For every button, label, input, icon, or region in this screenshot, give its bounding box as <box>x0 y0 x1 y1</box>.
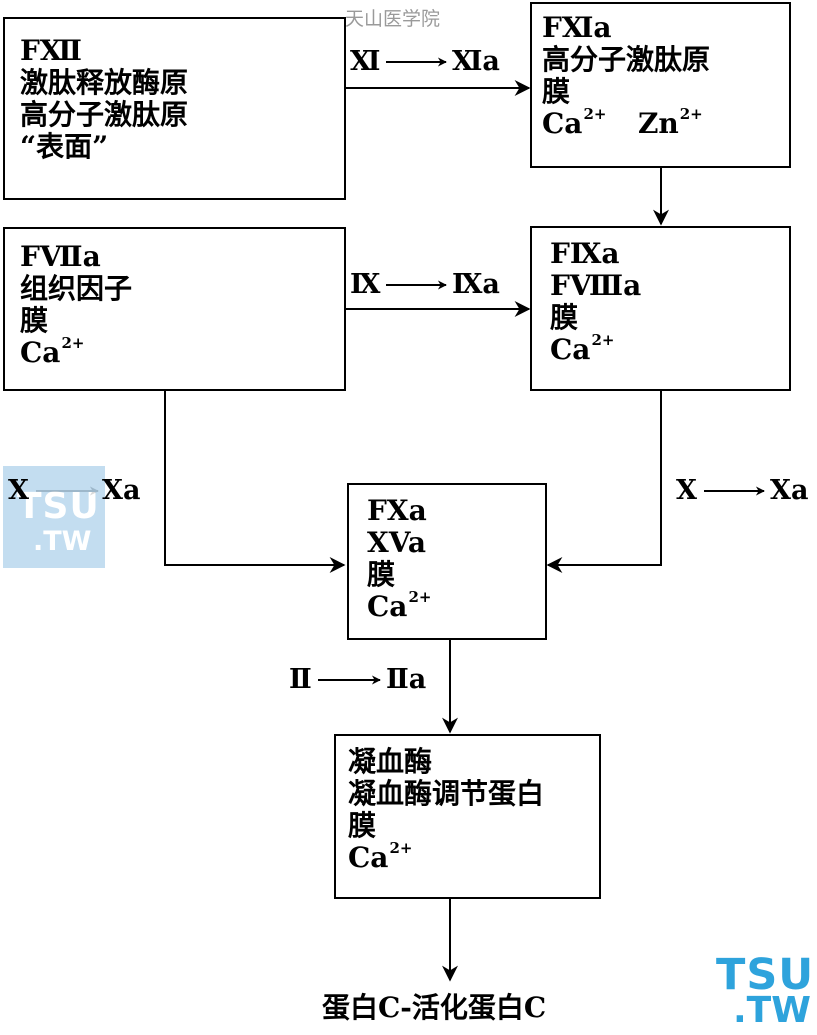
box-fxia-zn-charge: 2+ <box>679 105 703 123</box>
watermark-top-text: 天山医学院 <box>345 8 441 30</box>
conv-x-right-to: Xa <box>770 475 809 506</box>
box-fxa-line-3: 膜 <box>367 558 396 591</box>
box-fviia-line-2: 组织因子 <box>20 272 133 305</box>
arrow-fviia-to-fxa <box>164 390 346 573</box>
box-fviia-ca: Ca <box>20 336 61 369</box>
watermark-side-line2: .TW <box>33 526 92 557</box>
box-thrombin-line-4: Ca2+ <box>348 839 599 874</box>
result-label: 蛋白C-活化蛋白C <box>322 991 547 1024</box>
box-fxia-ca: Ca <box>542 107 583 140</box>
conv-ii-to: Ⅱa <box>386 664 427 695</box>
box-thrombin-ca: Ca <box>348 841 389 874</box>
box-fixa-line-4: Ca2+ <box>550 331 789 366</box>
watermark-side-line1: TSU <box>17 486 100 527</box>
box-fviia: FⅦa 组织因子 膜 Ca2+ <box>3 227 346 391</box>
box-thrombin-line-2: 凝血酶调节蛋白 <box>348 777 545 810</box>
box-fxa-line-2: XVa <box>367 526 427 559</box>
watermark-side-logo: TSU .TW <box>3 466 105 568</box>
conv-ix-from: Ⅸ <box>350 269 381 300</box>
box-fxa: FXa XVa 膜 Ca2+ <box>347 483 547 640</box>
watermark-corner-logo: TSU .TW <box>708 950 813 1035</box>
box-fxia-ca-charge: 2+ <box>583 105 607 123</box>
box-fxii-line-2: 激肽释放酶原 <box>20 66 189 99</box>
conv-xi-to: Ⅺa <box>452 46 500 77</box>
conv-x-left-from: X <box>8 475 29 506</box>
box-thrombin-line-1: 凝血酶 <box>348 745 433 778</box>
conv-x-right-from: X <box>676 475 697 506</box>
box-thrombin-ca-charge: 2+ <box>389 839 413 857</box>
box-fxia-line-4: Ca2+ Zn2+ <box>542 105 789 140</box>
box-fxii-line-1: FⅫ <box>20 34 82 67</box>
box-fxia-line-3: 膜 <box>542 75 571 108</box>
box-fxa-line-4: Ca2+ <box>367 588 545 623</box>
box-fixa-line-2: FⅧa <box>550 269 642 302</box>
box-thrombin-line-3: 膜 <box>348 809 377 842</box>
box-fviia-ca-charge: 2+ <box>61 334 85 352</box>
box-fviia-line-4: Ca2+ <box>20 334 344 369</box>
box-thrombin: 凝血酶 凝血酶调节蛋白 膜 Ca2+ <box>334 734 601 899</box>
box-fixa: FⅨa FⅧa 膜 Ca2+ <box>530 226 791 391</box>
box-fxa-ca-charge: 2+ <box>408 588 432 606</box>
box-fxa-line-1: FXa <box>367 494 427 527</box>
box-fxia-zn: Zn <box>637 107 679 140</box>
box-fxa-ca: Ca <box>367 590 408 623</box>
box-fviia-line-1: FⅦa <box>20 240 101 273</box>
box-fxii-line-3: 高分子激肽原 <box>20 98 189 131</box>
box-fxia-line-2: 高分子激肽原 <box>542 43 711 76</box>
conv-ii-from: Ⅱ <box>289 664 312 695</box>
box-fxii: FⅫ 激肽释放酶原 高分子激肽原 “表面” <box>3 17 346 200</box>
box-fixa-line-3: 膜 <box>550 301 579 334</box>
box-fixa-line-1: FⅨa <box>550 237 620 270</box>
box-fxia-line-1: FⅪa <box>542 11 612 44</box>
box-fviia-line-3: 膜 <box>20 304 49 337</box>
box-fxia: FⅪa 高分子激肽原 膜 Ca2+ Zn2+ <box>530 2 791 168</box>
conv-x-left-to: Xa <box>102 475 141 506</box>
box-fixa-ca-charge: 2+ <box>591 331 615 349</box>
watermark-corner-line2: .TW <box>733 990 811 1031</box>
conv-ix-to: Ⅸa <box>452 269 500 300</box>
box-fxii-line-4: “表面” <box>20 130 109 163</box>
conv-xi-from: Ⅺ <box>350 46 381 77</box>
arrow-fixa-to-fxa <box>546 390 662 573</box>
box-fixa-ca: Ca <box>550 333 591 366</box>
watermark-corner-line1: TSU <box>716 950 815 1000</box>
